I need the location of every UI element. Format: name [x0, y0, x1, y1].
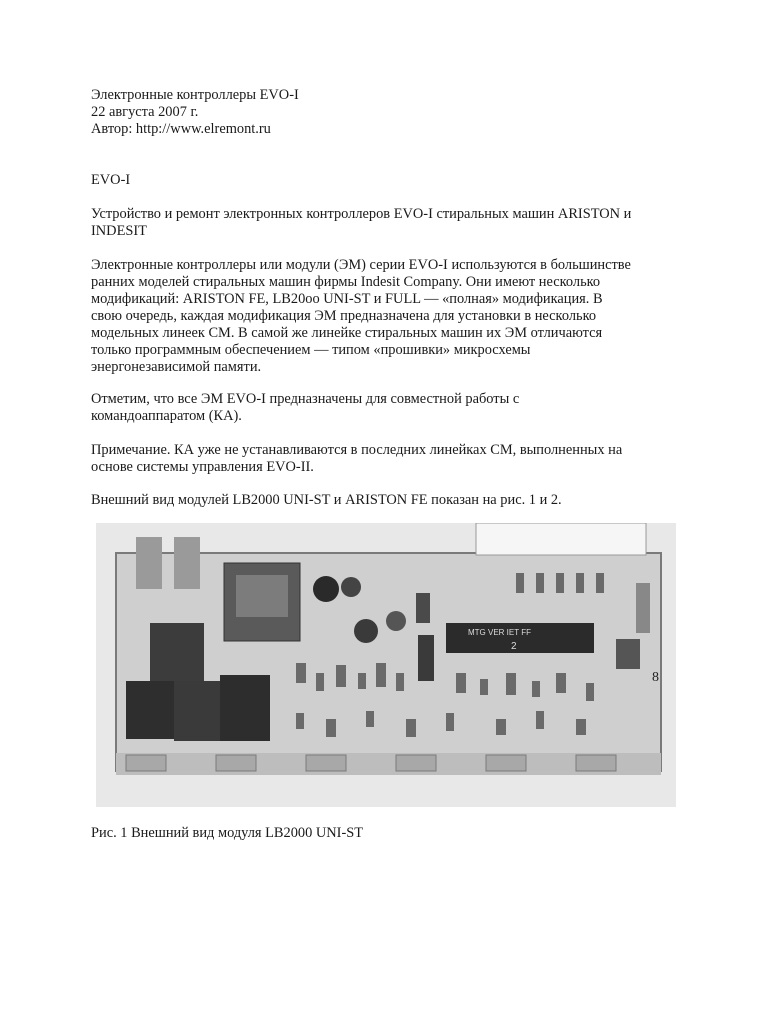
chip-label-2: 2 [511, 641, 517, 652]
paragraph-2-line: Отметим, что все ЭМ EVO-I предназначены … [91, 391, 520, 407]
paragraph-3-line: Примечание. КА уже не устанавливаются в … [91, 442, 623, 458]
intro-line: Устройство и ремонт электронных контролл… [91, 206, 632, 222]
document-header: Электронные контроллеры EVO-I 22 августа… [91, 87, 691, 138]
paragraph-1-line: ранних моделей стиральных машин фирмы In… [91, 274, 601, 290]
document-date: 22 августа 2007 г. [91, 104, 199, 120]
chip-label-1: MTG VER IET FF [468, 628, 531, 637]
figure-caption: Рис. 1 Внешний вид модуля LB2000 UNI-ST [91, 825, 691, 842]
intro-line: INDESIT [91, 223, 147, 239]
paragraph-4: Внешний вид модулей LB2000 UNI-ST и ARIS… [91, 492, 691, 509]
section-title-text: EVO-I [91, 172, 131, 188]
paragraph-2: Отметим, что все ЭМ EVO-I предназначены … [91, 391, 691, 425]
paragraph-1: Электронные контроллеры или модули (ЭМ) … [91, 257, 691, 376]
intro-paragraph: Устройство и ремонт электронных контролл… [91, 206, 691, 240]
paragraph-1-line: только программным обеспечением — типом … [91, 342, 531, 358]
pcb-illustration: MTG VER IET FF 2 [96, 523, 676, 807]
document-title: Электронные контроллеры EVO-I [91, 87, 299, 103]
paragraph-4-line: Внешний вид модулей LB2000 UNI-ST и ARIS… [91, 492, 562, 508]
paragraph-1-line: энергонезависимой памяти. [91, 359, 262, 375]
paragraph-2-line: командоаппаратом (КА). [91, 408, 242, 424]
paragraph-1-line: модификаций: ARISTON FE, LB20oo UNI-ST и… [91, 291, 603, 307]
section-title: EVO-I [91, 172, 691, 189]
figure-caption-text: Рис. 1 Внешний вид модуля LB2000 UNI-ST [91, 825, 364, 841]
paragraph-3-line: основе системы управления EVO-II. [91, 459, 314, 475]
controller-board-photo: MTG VER IET FF 2 [96, 523, 676, 807]
board-mark: 8 [652, 670, 659, 685]
paragraph-1-line: Электронные контроллеры или модули (ЭМ) … [91, 257, 631, 273]
paragraph-1-line: модельных линеек СМ. В самой же линейке … [91, 325, 603, 341]
paragraph-3-note: Примечание. КА уже не устанавливаются в … [91, 442, 691, 476]
paragraph-1-line: свою очередь, каждая модификация ЭМ пред… [91, 308, 597, 324]
document-author: Автор: http://www.elremont.ru [91, 121, 271, 137]
